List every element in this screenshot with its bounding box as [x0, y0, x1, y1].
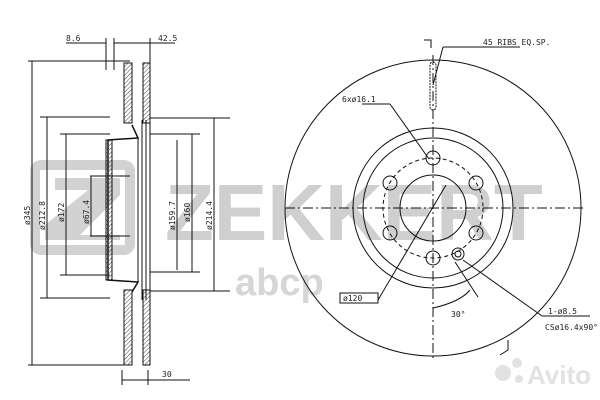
- ribs-note: 45 RIBS EQ.SP.: [483, 38, 550, 47]
- bolt-holes: [382, 150, 484, 266]
- angle-label: 30°: [451, 310, 465, 319]
- dim-bottom: 30: [162, 370, 172, 379]
- zekkert-watermark: ZEKKERT: [30, 160, 543, 257]
- dim-d214-4: ø214.4: [205, 201, 214, 230]
- dim-d345: ø345: [23, 206, 32, 225]
- side-section-view: [28, 38, 230, 385]
- dim-d159-7: ø159.7: [168, 201, 177, 230]
- dim-top-left: 8.6: [66, 34, 81, 43]
- dim-d212-8: ø212.8: [38, 201, 47, 230]
- abcp-watermark: abcp: [235, 262, 324, 304]
- brand-watermark: ZEKKERT: [165, 168, 543, 257]
- dim-top-right: 42.5: [158, 34, 177, 43]
- front-view: [284, 39, 590, 360]
- dim-d172: ø172: [57, 203, 66, 222]
- dim-d67-4: ø67.4: [82, 200, 91, 224]
- dim-d160: ø160: [183, 203, 192, 222]
- hole-note-1: 1-ø8.5: [548, 307, 577, 316]
- hole-note-2: CSø16.4x90°: [545, 323, 598, 332]
- pcd-label: ø120: [343, 294, 362, 303]
- avito-text: Avito: [527, 360, 591, 390]
- holes-note: 6xø16.1: [342, 95, 376, 104]
- avito-watermark: Avito: [495, 358, 591, 390]
